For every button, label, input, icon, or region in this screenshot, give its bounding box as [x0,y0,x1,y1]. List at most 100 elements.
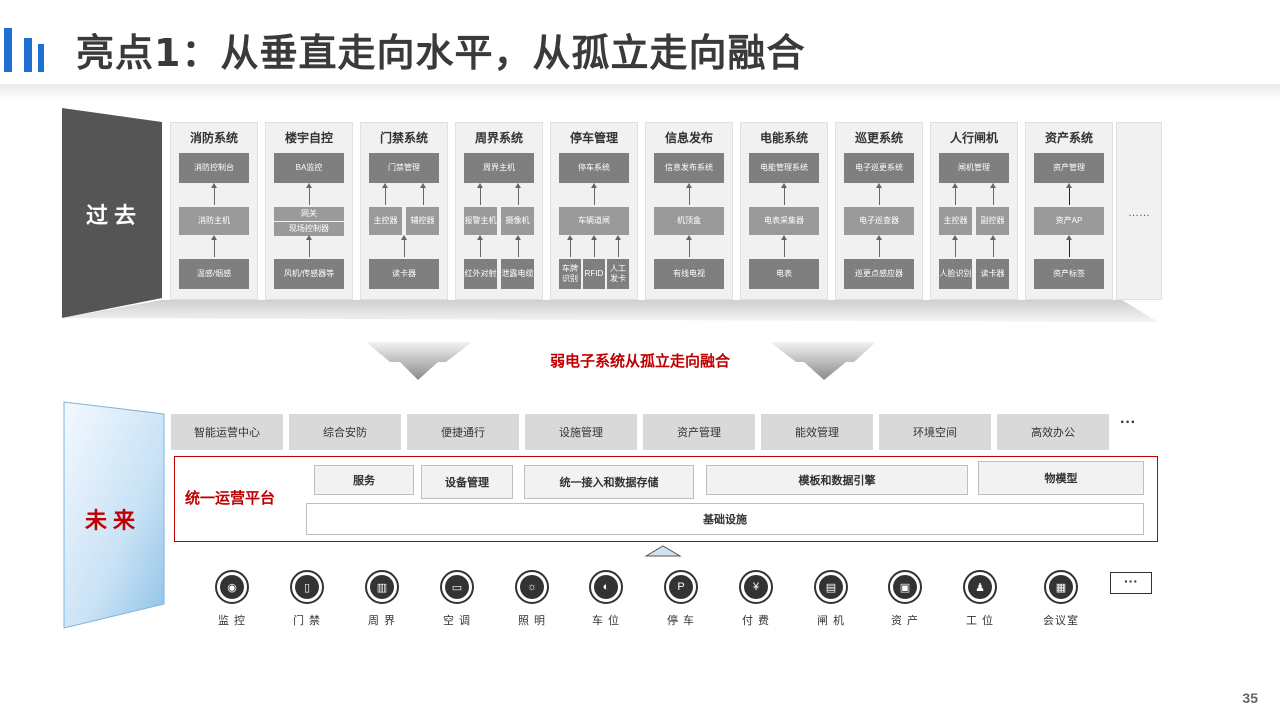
arrow-up-icon [990,235,996,257]
more-ellipsis: …… [1128,207,1150,219]
infrastructure-box: 基础设施 [306,503,1144,535]
device-camera: ◉ 监 控 [202,570,262,628]
device-gate: ▤ 闸 机 [801,570,861,628]
platform-title: 统一运营平台 [185,490,276,507]
app-tab: 综合安防 [289,414,401,450]
system-mid-box: 现场控制器 [274,222,344,236]
past-floor-shadow [62,300,1158,322]
converge-arrow-right-icon [770,342,876,380]
system-bottom-box: 读卡器 [976,259,1009,289]
app-tab: 资产管理 [643,414,755,450]
system-bottom-box: 泄露电缆 [501,259,534,289]
header-divider [0,84,1280,100]
arrow-up-icon [591,235,597,257]
platform-service-box: 服务 [314,465,414,495]
app-tab: 环境空间 [879,414,991,450]
future-label-block [63,401,165,629]
fence-icon: ▥ [365,570,399,604]
unified-platform: 统一运营平台 服务 设备管理 统一接入和数据存储 模板和数据引擎 物模型 基础设… [174,456,1158,542]
system-mid-box: 电子巡查器 [844,207,914,235]
header-accent-bar [38,44,44,72]
system-bottom-box: 车牌识别 [559,259,581,289]
system-mid-box: 电表采集器 [749,207,819,235]
device-air-conditioner: ▭ 空 调 [427,570,487,628]
workstation-icon: ♟ [963,570,997,604]
header-accent-bar [4,28,12,72]
system-title: 人行闸机 [949,131,998,145]
app-tab: 智能运营中心 [171,414,283,450]
platform-service-box: 物模型 [978,461,1144,495]
arrow-up-icon [515,235,521,257]
system-title: 资产系统 [1044,131,1093,145]
device-label: 闸 机 [816,615,846,627]
car-icon: ◐ [589,570,623,604]
door-icon: ▯ [290,570,324,604]
system-title: 停车管理 [569,131,618,145]
arrow-up-icon [781,183,787,205]
system-column-building: 楼宇自控 BA监控 网关 现场控制器 风机/传感器等 [265,122,353,300]
device-label: 监 控 [217,615,247,627]
device-label: 周 界 [367,615,397,627]
page-title: 亮点1：从垂直走向水平，从孤立走向融合 [76,31,806,75]
platform-service-box: 设备管理 [421,465,513,499]
system-mid-box: 报警主机 [464,207,497,235]
system-title: 电能系统 [759,131,808,145]
system-bottom-box: 人脸识别 [939,259,972,289]
arrow-up-icon [781,235,787,257]
device-label: 资 产 [890,615,920,627]
asset-icon: ▣ [888,570,922,604]
app-tab: 高效办公 [997,414,1109,450]
system-mid-box: 摄像机 [501,207,534,235]
system-column-energy: 电能系统 电能管理系统 电表采集器 电表 [740,122,828,300]
device-label: 付 费 [741,615,771,627]
app-tab: 设施管理 [525,414,637,450]
converge-arrow-left-icon [366,342,472,380]
arrow-up-icon [686,235,692,257]
system-mid-box: 消防主机 [179,207,249,235]
header-accent-bar [24,38,32,72]
device-label: 工 位 [965,615,995,627]
arrow-up-icon [211,183,217,205]
system-mid-box: 机顶盒 [654,207,724,235]
system-top-box: 门禁管理 [369,153,439,183]
system-column-gate: 人行闸机 闸机管理 主控器 副控器 人脸识别 读卡器 [930,122,1018,300]
system-bottom-box: 巡更点感应器 [844,259,914,289]
system-column-fire: 消防系统 消防控制台 消防主机 温感/烟感 [170,122,258,300]
page-number: 35 [1242,690,1258,706]
system-column-info: 信息发布 信息发布系统 机顶盒 有线电视 [645,122,733,300]
system-top-box: 信息发布系统 [654,153,724,183]
system-top-box: 电能管理系统 [749,153,819,183]
system-top-box: 电子巡更系统 [844,153,914,183]
system-title: 门禁系统 [379,131,428,145]
system-column-access: 门禁系统 门禁管理 主控器 辅控器 读卡器 [360,122,448,300]
air-conditioner-icon: ▭ [440,570,474,604]
system-title: 消防系统 [189,131,238,145]
past-label-block: 过去 [62,108,166,318]
device-asset: ▣ 资 产 [875,570,935,628]
arrow-up-icon [876,235,882,257]
device-workstation: ♟ 工 位 [950,570,1010,628]
devices-more-box: ··· [1110,572,1152,594]
arrow-up-icon [306,235,312,257]
device-meeting-room: ▦ 会议室 [1031,570,1091,628]
app-tab: 能效管理 [761,414,873,450]
arrow-up-icon [567,235,573,257]
device-label: 照 明 [517,615,547,627]
system-column-patrol: 巡更系统 电子巡更系统 电子巡查器 巡更点感应器 [835,122,923,300]
arrow-up-icon [990,183,996,205]
device-label: 门 禁 [292,615,322,627]
gate-icon: ▤ [814,570,848,604]
system-column-more: …… [1116,122,1162,300]
system-title: 楼宇自控 [284,131,333,145]
arrow-up-icon [591,183,597,205]
payment-icon: ¥ [739,570,773,604]
system-mid-box: 网关 [274,207,344,221]
device-label: 空 调 [442,615,472,627]
system-bottom-box: 温感/烟感 [179,259,249,289]
system-bottom-box: RFID [583,259,605,289]
system-title: 巡更系统 [854,131,903,145]
system-bottom-box: 有线电视 [654,259,724,289]
system-top-box: 闸机管理 [939,153,1009,183]
fusion-banner: 弱电子系统从孤立走向融合 [549,353,730,370]
arrow-up-icon [401,235,407,257]
